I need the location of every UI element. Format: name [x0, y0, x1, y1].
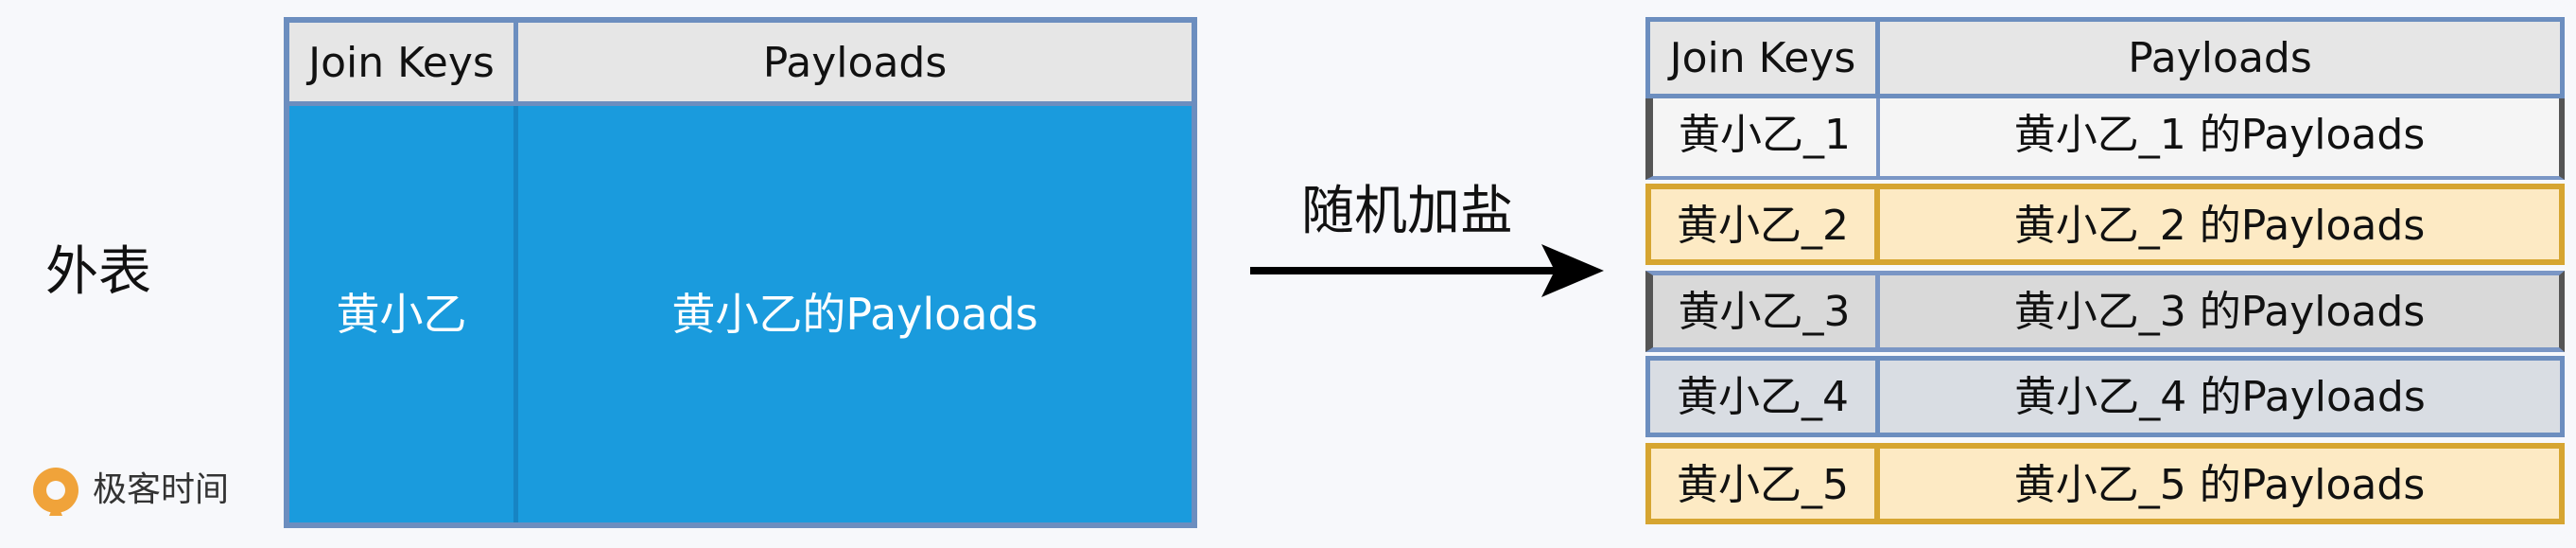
outer-key-cell: 黄小乙	[289, 106, 518, 522]
table-row: 黄小乙_4 黄小乙_4 的Payloads	[1645, 356, 2565, 437]
brand-logo: 极客时间	[28, 462, 229, 519]
row-payload-cell: 黄小乙_1 的Payloads	[1880, 98, 2565, 180]
salted-table-header: Join Keys Payloads	[1645, 17, 2565, 98]
table-row: 黄小乙_3 黄小乙_3 的Payloads	[1645, 271, 2565, 352]
salted-table: Join Keys Payloads 黄小乙_1 黄小乙_1 的Payloads…	[1645, 17, 2565, 536]
right-arrow-icon	[1250, 244, 1604, 297]
row-payload-cell: 黄小乙_3 的Payloads	[1880, 271, 2565, 352]
row-key-cell: 黄小乙_5	[1645, 443, 1880, 524]
outer-table: Join Keys Payloads 黄小乙 黄小乙的Payloads	[284, 17, 1197, 528]
header-payloads: Payloads	[518, 23, 1192, 106]
table-row: 黄小乙_2 黄小乙_2 的Payloads	[1645, 184, 2565, 265]
header-join-keys: Join Keys	[1645, 17, 1880, 98]
row-key-cell: 黄小乙_2	[1645, 184, 1880, 265]
row-key-cell: 黄小乙_4	[1645, 356, 1880, 437]
table-row: 黄小乙_1 黄小乙_1 的Payloads	[1645, 98, 2565, 180]
row-key-cell: 黄小乙_1	[1645, 98, 1880, 180]
row-payload-cell: 黄小乙_2 的Payloads	[1880, 184, 2565, 265]
brand-name: 极客时间	[93, 470, 230, 509]
table-row: 黄小乙_5 黄小乙_5 的Payloads	[1645, 443, 2565, 524]
geektime-logo-icon	[33, 468, 78, 516]
row-payload-cell: 黄小乙_4 的Payloads	[1880, 356, 2565, 437]
row-key-cell: 黄小乙_3	[1645, 271, 1880, 352]
header-join-keys: Join Keys	[289, 23, 518, 106]
salting-label: 随机加盐	[1301, 181, 1513, 242]
row-payload-cell: 黄小乙_5 的Payloads	[1880, 443, 2565, 524]
outer-payload-cell: 黄小乙的Payloads	[671, 289, 1038, 340]
outer-table-label: 外表	[45, 241, 151, 303]
header-payloads: Payloads	[1880, 17, 2565, 98]
